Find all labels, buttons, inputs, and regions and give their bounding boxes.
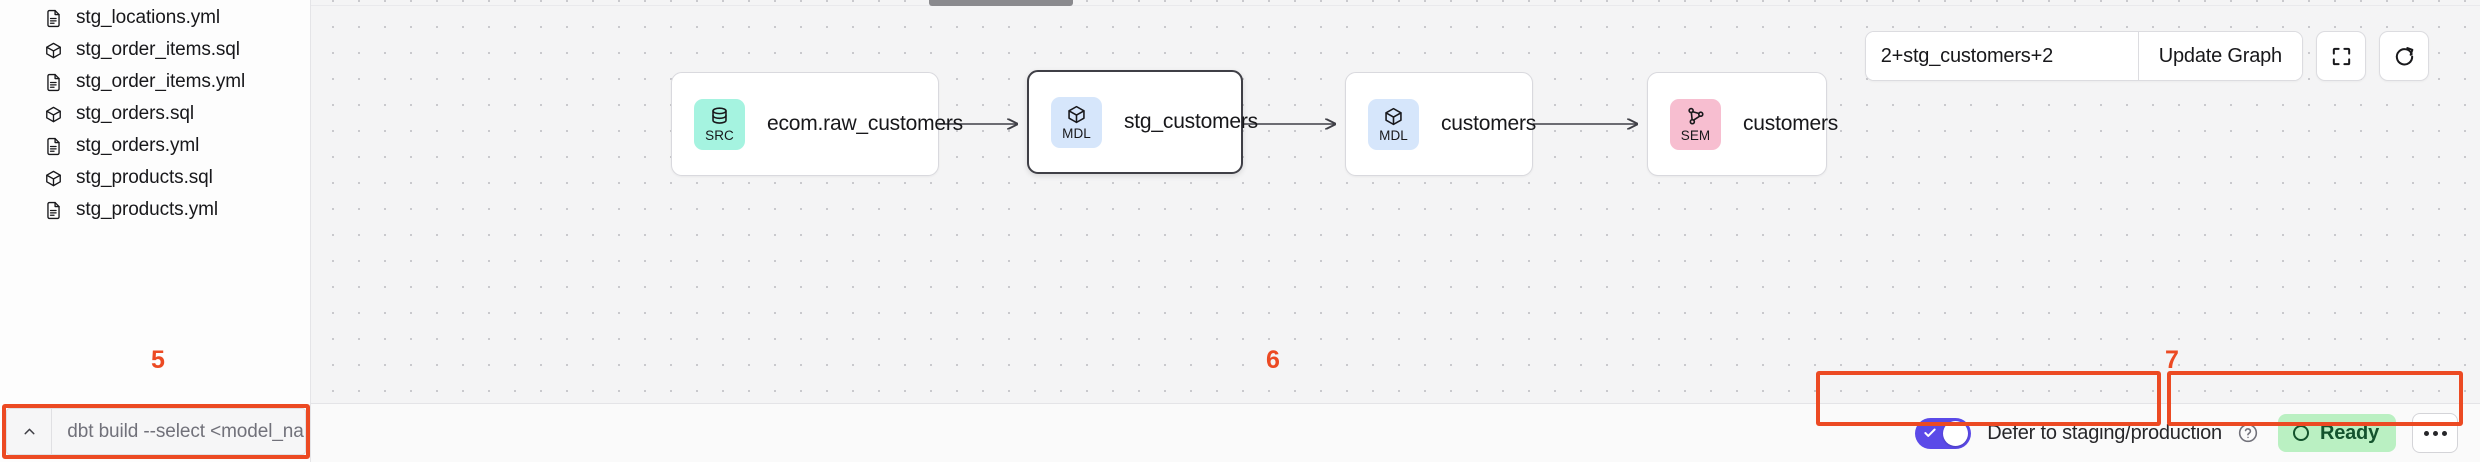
- defer-setting: Defer to staging/production: [1911, 417, 2262, 449]
- cube-sql-icon: [44, 41, 63, 60]
- dbt-command-bar[interactable]: dbt build --select <model_name>: [6, 408, 306, 455]
- node-type-label: MDL: [1379, 127, 1408, 143]
- node-type-label: MDL: [1062, 125, 1091, 141]
- node-type-badge: SEM: [1670, 98, 1721, 150]
- ellipsis-dot: [2423, 430, 2429, 436]
- lineage-graph-canvas[interactable]: 2+stg_customers+2 Update Graph: [311, 0, 2480, 403]
- graph-node[interactable]: SRC ecom.raw_customers: [671, 72, 963, 176]
- refresh-icon[interactable]: [2379, 31, 2429, 81]
- top-divider: [311, 5, 2480, 6]
- update-graph-button[interactable]: Update Graph: [2138, 32, 2302, 80]
- file-list-item[interactable]: stg_order_items.sql: [0, 34, 310, 66]
- file-list: stg_locations.yml stg_order_items.sql stg_…: [0, 0, 310, 462]
- check-icon: [1924, 428, 1936, 437]
- horizontal-scrollbar[interactable]: [929, 0, 1073, 6]
- file-yml-icon: [44, 9, 63, 28]
- file-name-label: stg_order_items.sql: [76, 39, 240, 60]
- dbt-command-input[interactable]: dbt build --select <model_name>: [67, 420, 305, 442]
- status-badge-label: Ready: [2319, 421, 2379, 444]
- file-yml-icon: [44, 137, 63, 156]
- node-label: customers: [1441, 112, 1537, 135]
- node-label: stg_customers: [1124, 110, 1258, 133]
- chevron-up-icon[interactable]: [7, 409, 53, 454]
- status-circle-icon: [2292, 425, 2309, 441]
- node-type-badge: SRC: [694, 98, 745, 150]
- cube-sql-icon: [44, 169, 63, 188]
- toggle-knob: [1943, 420, 1969, 446]
- file-yml-icon: [44, 201, 63, 220]
- fullscreen-icon[interactable]: [2316, 31, 2366, 81]
- file-list-item[interactable]: stg_locations.yml: [0, 2, 310, 34]
- graph-selector-group: 2+stg_customers+2 Update Graph: [1864, 31, 2303, 81]
- file-list-item[interactable]: stg_products.yml: [0, 194, 310, 226]
- graph-toolbar: 2+stg_customers+2 Update Graph: [1864, 31, 2429, 81]
- node-label: customers: [1743, 112, 1839, 135]
- file-name-label: stg_orders.sql: [76, 103, 194, 124]
- graph-selector-input[interactable]: 2+stg_customers+2: [1865, 32, 2138, 80]
- help-circle-icon[interactable]: [2238, 423, 2258, 443]
- graph-node[interactable]: MDL customers: [1345, 72, 1537, 176]
- ellipsis-dot: [2441, 430, 2447, 436]
- ellipsis-dot: [2432, 430, 2438, 436]
- main-panel: 2+stg_customers+2 Update Graph: [311, 0, 2480, 462]
- cube-sql-icon: [44, 105, 63, 124]
- file-name-label: stg_order_items.yml: [76, 71, 246, 92]
- node-label: ecom.raw_customers: [767, 112, 963, 135]
- file-name-label: stg_orders.yml: [76, 135, 200, 156]
- file-list-item[interactable]: stg_products.sql: [0, 162, 310, 194]
- defer-toggle[interactable]: [1915, 417, 1972, 449]
- node-type-label: SRC: [705, 127, 734, 143]
- semantic-graph-icon: [1685, 106, 1706, 127]
- graph-node[interactable]: MDL stg_customers: [1027, 70, 1258, 174]
- graph-node[interactable]: SEM customers: [1647, 72, 1838, 176]
- database-icon: [709, 106, 730, 127]
- file-explorer-sidebar: stg_locations.yml stg_order_items.sql stg_…: [0, 0, 311, 462]
- cube-icon: [1066, 104, 1087, 125]
- node-type-label: SEM: [1680, 127, 1711, 143]
- defer-label: Defer to staging/production: [1987, 421, 2222, 444]
- cube-icon: [1383, 106, 1404, 127]
- file-name-label: stg_locations.yml: [76, 7, 221, 28]
- node-type-badge: MDL: [1051, 96, 1102, 148]
- file-name-label: stg_products.sql: [76, 167, 213, 188]
- toolbar-divider: [2137, 32, 2139, 80]
- status-bar: Defer to staging/production Ready: [311, 403, 2480, 462]
- file-list-item[interactable]: stg_orders.sql: [0, 98, 310, 130]
- file-name-label: stg_products.yml: [76, 199, 219, 220]
- file-list-item[interactable]: stg_orders.yml: [0, 130, 310, 162]
- status-badge[interactable]: Ready: [2277, 414, 2396, 452]
- file-yml-icon: [44, 73, 63, 92]
- file-list-item[interactable]: stg_order_items.yml: [0, 66, 310, 98]
- node-type-badge: MDL: [1368, 98, 1419, 150]
- ellipsis-icon[interactable]: [2412, 413, 2458, 453]
- graph-edges: [939, 0, 2480, 403]
